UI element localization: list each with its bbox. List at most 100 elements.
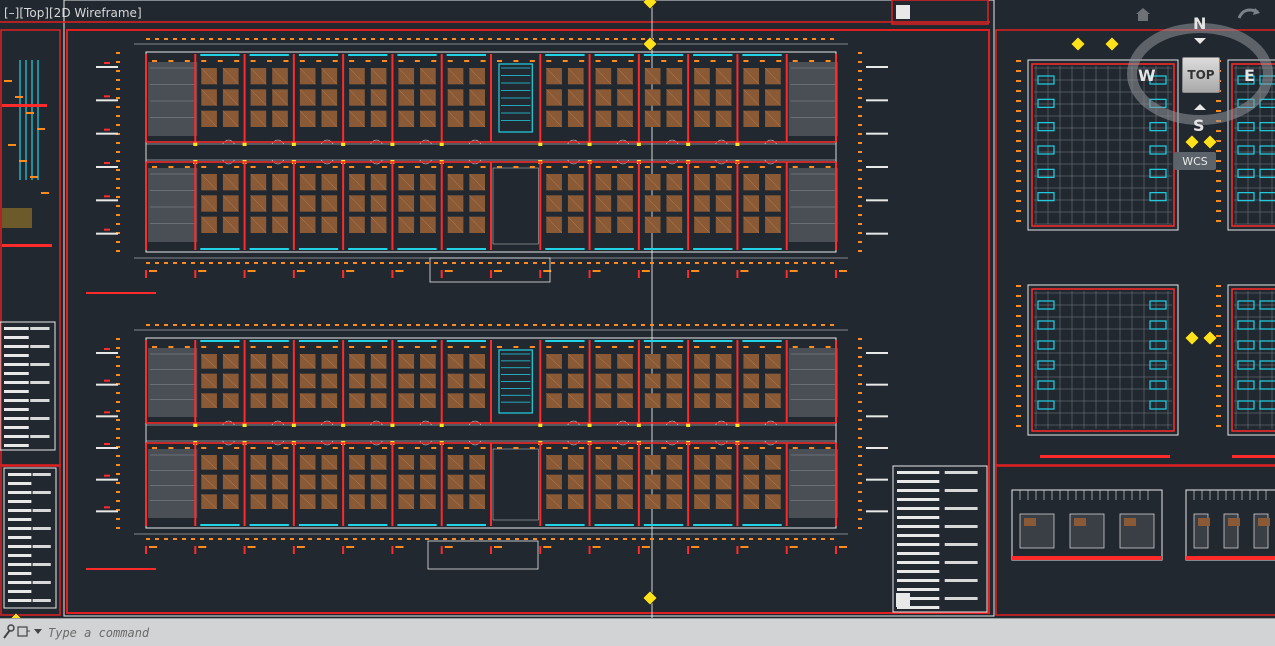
plan-upper-axis-marker bbox=[104, 228, 110, 231]
wcs-menu[interactable]: WCS bbox=[1174, 152, 1216, 170]
plan-lower-desk-line bbox=[595, 474, 612, 490]
plan-upper-dim-tick bbox=[308, 262, 312, 264]
restroom-plan-d-dim-tick bbox=[1216, 295, 1221, 297]
command-input[interactable] bbox=[46, 623, 870, 643]
plan-lower-dim-tick bbox=[551, 324, 555, 326]
plan-upper-dim-tick bbox=[560, 38, 564, 40]
plan-upper-window bbox=[742, 248, 782, 250]
plan-lower-dim-tick bbox=[858, 419, 862, 421]
compass-south-label[interactable]: S bbox=[1193, 116, 1205, 135]
plan-lower-desk-line bbox=[222, 393, 239, 409]
recent-commands-icon[interactable] bbox=[17, 625, 31, 639]
notes-block-left-text-line bbox=[30, 399, 50, 402]
compass-east-label[interactable]: E bbox=[1244, 66, 1255, 85]
plan-upper-annotation bbox=[250, 166, 256, 168]
plan-upper-desk-line bbox=[764, 173, 781, 191]
detail-annotation bbox=[8, 144, 16, 146]
plan-lower-desk-line bbox=[617, 393, 634, 409]
plan-lower-dim-tick bbox=[767, 538, 771, 540]
plan-lower-door-swing bbox=[665, 420, 679, 426]
plan-upper-axis-marker bbox=[145, 270, 147, 278]
model-viewport[interactable]: [–][Top][2D Wireframe] N W E TOP S WCS bbox=[0, 0, 1275, 618]
viewport-menu-control[interactable]: [–] bbox=[4, 6, 20, 20]
rotate-down-arrow-icon[interactable] bbox=[1193, 37, 1207, 45]
compass-north-label[interactable]: N bbox=[1193, 14, 1207, 33]
restroom-plan-b-dim-tick bbox=[1016, 285, 1021, 287]
plan-lower-dim-tick bbox=[740, 324, 744, 326]
plan-lower-annotation bbox=[234, 346, 240, 348]
wrench-icon[interactable] bbox=[1, 624, 15, 640]
plan-lower-dim-tick bbox=[200, 538, 204, 540]
restroom-plan-b-fixture bbox=[1037, 380, 1055, 390]
restroom-plan-a-walls bbox=[1031, 63, 1175, 227]
plan-lower-dim-tick bbox=[794, 538, 798, 540]
plan-upper-dim-tick bbox=[425, 38, 429, 40]
plan-upper-annotation bbox=[414, 60, 420, 62]
viewport-controls[interactable]: [–][Top][2D Wireframe] bbox=[4, 6, 142, 20]
plan-upper-dim-tick bbox=[858, 187, 862, 189]
plan-upper-annotation bbox=[184, 166, 190, 168]
plan-upper-dim-tick bbox=[776, 38, 780, 40]
plan-upper-desk-line bbox=[370, 89, 387, 106]
command-line[interactable] bbox=[0, 618, 1275, 646]
plan-upper-annotation bbox=[201, 60, 207, 62]
plan-upper-annotation bbox=[349, 60, 355, 62]
restroom-plan-b-dim-tick bbox=[1016, 425, 1021, 427]
plan-lower-annotation bbox=[628, 346, 634, 348]
elevation-b-fixture bbox=[1258, 518, 1270, 526]
restroom-plan-b-dim-tick bbox=[1016, 315, 1021, 317]
plan-upper-dim-tick bbox=[569, 38, 573, 40]
rotate-icon[interactable] bbox=[1236, 4, 1262, 24]
viewcube[interactable]: N W E TOP S WCS bbox=[1120, 0, 1275, 200]
plan-upper-desk-line bbox=[644, 89, 661, 106]
plan-lower-annotation bbox=[546, 447, 552, 449]
plan-upper-dim-tick bbox=[116, 223, 120, 225]
plan-lower-dim-tick bbox=[533, 538, 537, 540]
view-control[interactable]: [Top] bbox=[19, 6, 49, 20]
plan-upper-desk-line bbox=[617, 67, 634, 85]
plan-lower-dim-tick bbox=[596, 538, 600, 540]
home-icon[interactable] bbox=[1134, 6, 1152, 22]
plan-lower-axis-marker bbox=[104, 411, 110, 414]
viewcube-top-face[interactable]: TOP bbox=[1182, 57, 1220, 93]
chevron-down-icon[interactable] bbox=[34, 628, 42, 636]
title-block-left-text-line bbox=[8, 554, 32, 557]
title-block-left-text-line bbox=[32, 599, 51, 602]
detail-annotation bbox=[41, 192, 49, 194]
plan-lower-desk-line bbox=[693, 373, 710, 389]
plan-lower-dim-tick bbox=[461, 324, 465, 326]
plan-lower-dim-tick bbox=[641, 538, 645, 540]
plan-upper-desk-line bbox=[299, 67, 316, 85]
title-block-main bbox=[892, 465, 988, 613]
rotate-up-arrow-icon[interactable] bbox=[1193, 103, 1207, 111]
plan-upper-annotation bbox=[316, 166, 322, 168]
restroom-plan-b-dim-tick bbox=[1016, 345, 1021, 347]
plan-upper-annotation bbox=[661, 166, 667, 168]
plan-upper-dim-tick bbox=[443, 262, 447, 264]
visual-style-control[interactable]: [2D Wireframe] bbox=[49, 6, 142, 20]
plan-lower-dim-tick bbox=[116, 338, 120, 340]
section-marker bbox=[1184, 330, 1200, 346]
plan-upper-dim-tick bbox=[858, 97, 862, 99]
plan-upper-column bbox=[341, 142, 346, 146]
plan-upper-desk-line bbox=[567, 67, 584, 85]
notes-block-left-text-line bbox=[4, 345, 29, 348]
plan-upper-desk-line bbox=[666, 110, 683, 128]
plan-upper-window bbox=[594, 54, 634, 56]
compass-west-label[interactable]: W bbox=[1138, 66, 1156, 85]
plan-upper-desk-line bbox=[348, 195, 365, 212]
plan-title-right-2 bbox=[1232, 455, 1275, 458]
plan-upper-door-swing bbox=[665, 139, 679, 145]
plan-upper-dim-tick bbox=[497, 262, 501, 264]
drawing-canvas[interactable] bbox=[0, 0, 1275, 618]
plan-lower-window bbox=[249, 524, 289, 526]
plan-lower-dim-tick bbox=[704, 538, 708, 540]
plan-lower-window bbox=[200, 524, 240, 526]
plan-lower-dim-tick bbox=[335, 324, 339, 326]
plan-lower-dim-tick bbox=[858, 518, 862, 520]
plan-upper-callout bbox=[96, 99, 118, 102]
plan-upper-dim-tick bbox=[668, 262, 672, 264]
plan-upper-window bbox=[397, 54, 437, 56]
plan-upper-axis-label bbox=[641, 270, 650, 272]
plan-upper-axis-marker bbox=[539, 270, 542, 278]
